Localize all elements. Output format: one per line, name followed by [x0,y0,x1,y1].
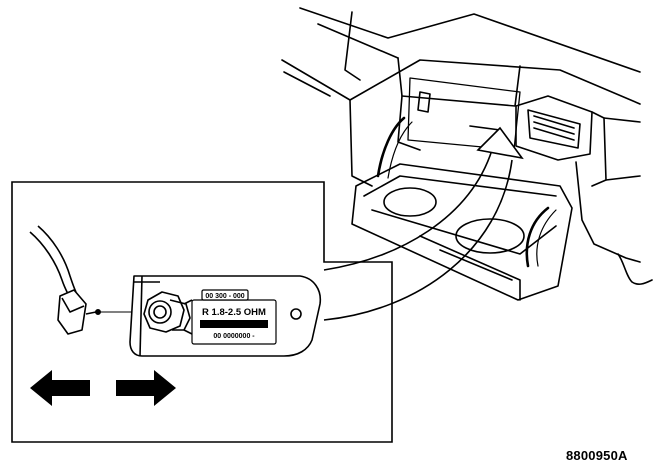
barcode [200,320,268,328]
dashboard-illustration [281,7,653,301]
arrow-right-icon [116,370,176,406]
serial-number-text: 00 0000000 - [213,333,255,340]
figure-code: 8800950A [566,448,628,463]
resistance-spec-text: R 1.8-2.5 OHM [202,307,266,318]
part-number-text: 00 300 - 000 [205,293,244,300]
sensor-connector [29,225,102,335]
arrow-left-icon [30,370,90,406]
sensor-label-plate: 00 300 - 000 R 1.8-2.5 OHM 00 0000000 - [191,289,277,345]
detail-callout: 00 300 - 000 R 1.8-2.5 OHM 00 0000000 - [11,126,524,443]
callout-pointer-arrow [323,126,524,321]
air-vent [515,95,593,161]
glove-box-door [351,163,573,301]
